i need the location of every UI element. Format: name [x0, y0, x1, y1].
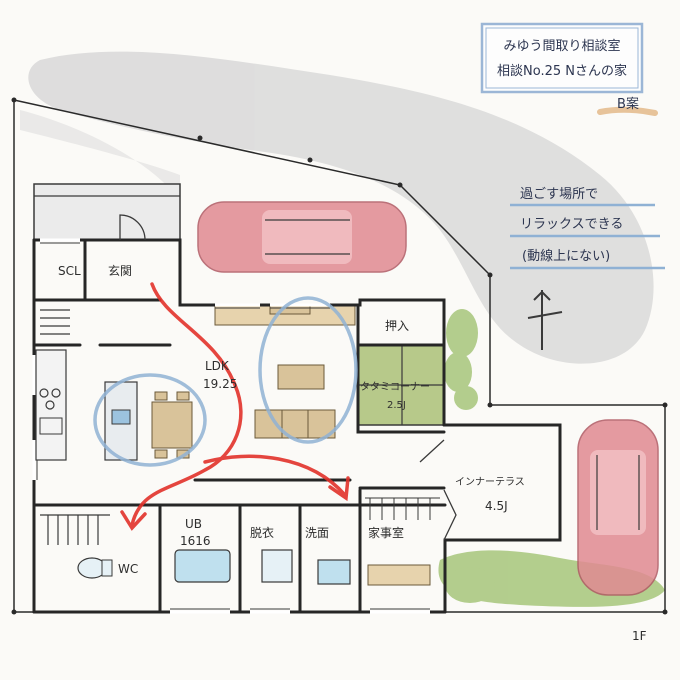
- label-inner-terrace-size: 4.5J: [485, 499, 508, 513]
- car-right: [577, 419, 659, 596]
- label-datsui: 脱衣: [250, 525, 274, 540]
- note-line-3: (動線上にない): [522, 248, 610, 264]
- label-scl: SCL: [58, 264, 81, 278]
- shadow-wash: [20, 51, 654, 364]
- terrace-door: [419, 439, 457, 541]
- header-stamp: みゆう間取り相談室 相談No.25 Nさんの家: [480, 22, 644, 94]
- porch: [33, 183, 181, 241]
- kitchen-island: [104, 381, 138, 461]
- room-labels: SCL 玄関 LDK 19.25 押入 タタミコーナー 2.5J インナーテラス…: [58, 263, 647, 643]
- car-top: [197, 201, 407, 273]
- notes: 過ごす場所で リラックスできる (動線上にない): [510, 186, 665, 270]
- label-senmen: 洗面: [305, 526, 329, 540]
- label-wc: WC: [118, 562, 138, 576]
- header-line-1: みゆう間取り相談室: [503, 38, 620, 54]
- label-oshiire: 押入: [385, 319, 409, 333]
- floor-label: 1F: [632, 629, 647, 643]
- kitchen-counter: [35, 349, 67, 461]
- note-line-2: リラックスできる: [520, 217, 623, 232]
- label-ub: UB: [185, 517, 202, 531]
- label-tatami-size: 2.5J: [387, 400, 406, 411]
- plan-tag: B案: [597, 97, 658, 116]
- label-ldk-size: 19.25: [203, 377, 237, 391]
- wood-fixtures: [214, 304, 431, 586]
- note-line-1: 過ごす場所で: [520, 186, 598, 202]
- header-line-2: 相談No.25 Nさんの家: [497, 63, 627, 79]
- label-ldk: LDK: [205, 359, 230, 373]
- windows: [32, 238, 430, 614]
- red-circulation-arrows: [120, 282, 350, 531]
- label-tatami: タタミコーナー: [360, 381, 430, 393]
- stairs: [40, 309, 110, 545]
- plan-tag-label: B案: [617, 97, 639, 112]
- bathtub: [174, 549, 231, 583]
- label-ub-size: 1616: [180, 534, 211, 548]
- label-inner-terrace: インナーテラス: [455, 476, 525, 488]
- north-arrow-icon: [527, 290, 563, 350]
- laundry-shelf: [365, 497, 440, 520]
- walls: [32, 238, 562, 614]
- label-kaji: 家事室: [368, 525, 404, 540]
- blue-annotations: [93, 296, 358, 467]
- entrance-door: [119, 214, 146, 241]
- living-set: [254, 364, 336, 439]
- dining-set: [151, 391, 193, 459]
- label-genkan: 玄関: [108, 263, 132, 278]
- toilet: [77, 557, 113, 579]
- washbasin: [261, 549, 351, 585]
